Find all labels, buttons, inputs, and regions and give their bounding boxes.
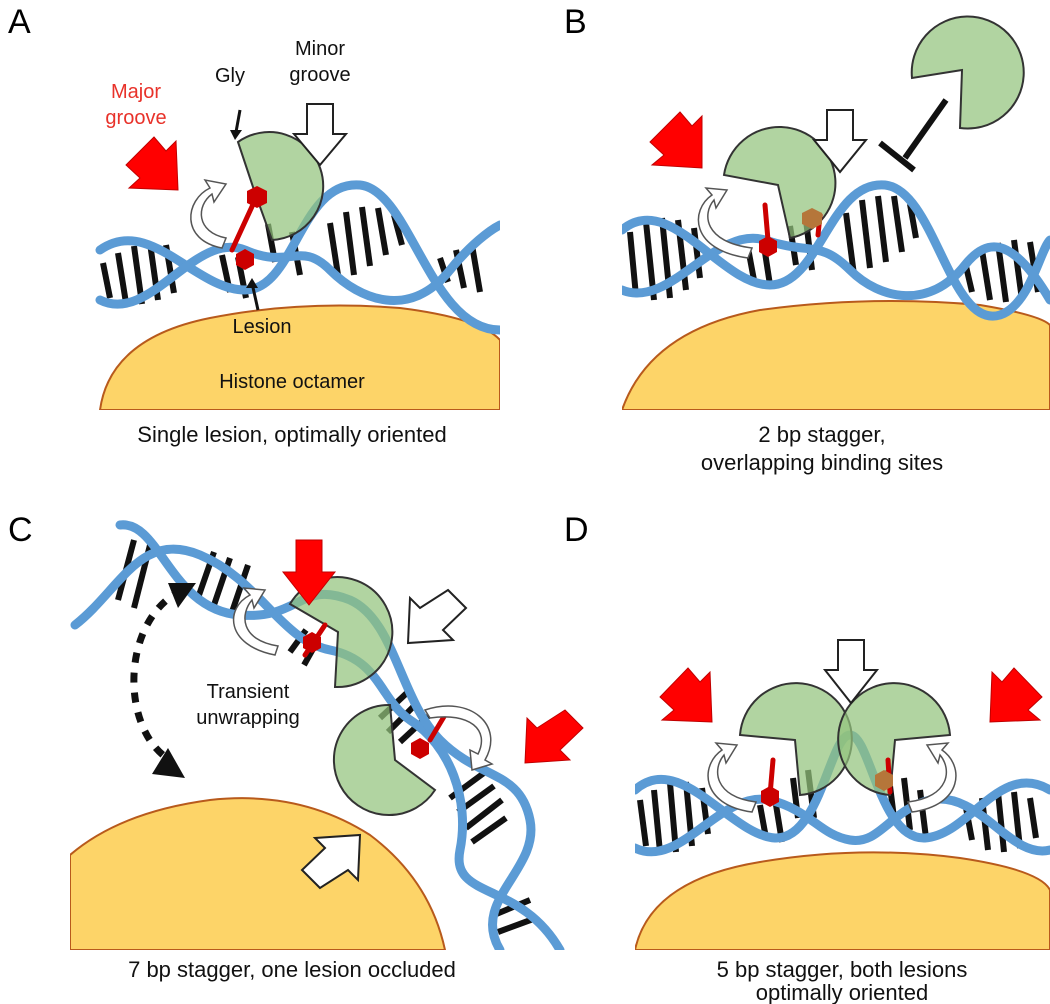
major-groove-arrow-icon-1 [659,667,713,723]
minor-groove-arrow-icon-1 [406,588,468,645]
minor-groove-label-line2: groove [289,64,350,86]
base-flip-arrow-icon-2 [906,742,957,813]
panel-letter-d: D [564,511,589,549]
histone-octamer [70,797,447,950]
gly-pointer-head [230,130,242,140]
lesion-icon-1 [759,236,777,257]
panel-a: A [8,3,500,447]
flipped-nucleotide-1 [762,202,771,243]
lesion-icon-1 [303,632,321,653]
histone-octamer [635,851,1050,950]
base-flip-arrow-icon-2 [423,705,494,771]
gly-pointer [234,109,242,133]
panel-letter-b: B [564,3,587,41]
dna-strand-2 [95,220,500,309]
dna-strand-2 [635,794,1050,857]
minor-groove-arrow-icon [811,109,869,174]
caption-b-line1: 2 bp stagger, [758,422,885,447]
dna-strand-2 [115,520,536,950]
inhibition-bar [902,98,949,160]
panel-b: B [564,3,1050,475]
inhibition-cap [878,140,916,173]
glycosylase-enzyme-2 [837,682,952,797]
lesion-label: Lesion [233,316,292,338]
unwrapping-dashed-curve [130,586,184,763]
lesion-pointer-head [246,278,258,288]
flipped-nucleotide [229,197,258,253]
major-groove-arrow-icon [125,136,179,191]
glycosylase-enzyme-2 [332,703,437,816]
major-groove-arrow-icon-1 [281,539,337,606]
dna-strand-2 [622,233,1050,305]
dna-base-pairs [100,206,483,305]
dna-strand-1 [70,544,565,950]
major-groove-label-line2: groove [105,107,166,129]
base-flip-arrow-icon [190,178,228,249]
lesion-base-icon [236,249,254,270]
caption-b-line2: overlapping binding sites [701,450,943,475]
flipped-lesion-icon [247,186,267,208]
histone-octamer [98,304,500,410]
glycosylase-enzyme [236,131,325,242]
flipped-nucleotide-2 [427,712,448,743]
panel-c: C [8,511,584,982]
minor-groove-label-line1: Minor [295,38,345,60]
major-groove-arrow-icon-2 [524,709,584,764]
base-flip-arrow-icon-1 [233,587,279,656]
lesion-icon-1 [761,786,779,807]
major-groove-arrow-icon [649,111,703,169]
caption-c-line1: 7 bp stagger, one lesion occluded [128,957,456,982]
dna-strand-1 [622,180,1050,321]
base-flip-arrow-icon [697,187,754,259]
glycosylase-enzyme-2-blocked [910,15,1025,130]
histone-octamer [622,300,1050,410]
glycosylase-enzyme-1 [738,682,853,797]
minor-groove-arrow-icon-2 [300,833,362,890]
unwrapping-label-line1: Transient [207,681,290,703]
unwrapping-arrowhead-top-icon [168,583,196,608]
caption-d-line1: 5 bp stagger, both lesions [717,957,968,982]
gly-label: Gly [215,65,245,87]
panel-letter-a: A [8,3,31,41]
lesion-icon-2 [875,770,893,791]
panel-d: D [564,511,1050,1004]
unwrapping-arrowhead-bottom-icon [152,748,185,778]
unwrapping-label-line2: unwrapping [196,707,299,729]
minor-groove-arrow-icon [291,103,349,167]
panel-letter-c: C [8,511,33,549]
major-groove-label-line1: Major [111,81,161,103]
caption-d-line2: optimally oriented [756,980,928,1004]
minor-groove-arrow-icon [822,639,880,705]
caption-a-line1: Single lesion, optimally oriented [137,422,446,447]
histone-label: Histone octamer [219,371,365,393]
occluded-lesion-icon [802,208,822,229]
major-groove-arrow-icon-2 [989,667,1043,723]
lesion-icon-2 [411,738,429,759]
base-flip-arrow-icon-1 [707,742,758,813]
